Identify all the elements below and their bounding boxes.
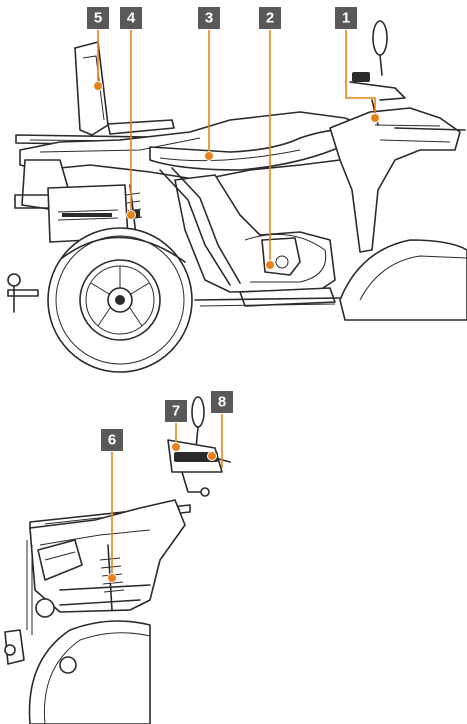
leader-dot-6: [107, 573, 117, 583]
leader-dot-1: [370, 113, 380, 123]
callout-8-label: 8: [218, 394, 226, 411]
callout-2: 2: [259, 7, 281, 29]
callout-4: 4: [120, 7, 142, 29]
callout-5-label: 5: [94, 10, 102, 27]
callout-1: 1: [335, 7, 357, 29]
callout-7-label: 7: [172, 403, 180, 420]
callout-badges: 1 2 3 4 5 6 7 8: [87, 7, 357, 451]
leader-lines: [93, 30, 380, 583]
leader-dot-7: [171, 442, 181, 452]
callout-8: 8: [211, 391, 233, 413]
leader-1: [345, 30, 376, 118]
leader-dot-4: [126, 210, 136, 220]
callout-3-label: 3: [205, 10, 213, 27]
atv-front-detail-view: [4, 396, 231, 724]
leader-dot-5: [93, 81, 103, 91]
callout-3: 3: [198, 7, 220, 29]
callout-5: 5: [87, 7, 109, 29]
callout-6: 6: [101, 429, 123, 451]
leader-dot-3: [204, 151, 214, 161]
leader-dot-8: [207, 451, 217, 461]
leader-dot-2: [265, 260, 275, 270]
callout-4-label: 4: [127, 10, 136, 27]
callout-1-label: 1: [342, 10, 350, 27]
callout-2-label: 2: [266, 10, 274, 27]
callout-7: 7: [165, 400, 187, 422]
atv-side-view: [7, 20, 467, 373]
callout-6-label: 6: [108, 432, 116, 449]
